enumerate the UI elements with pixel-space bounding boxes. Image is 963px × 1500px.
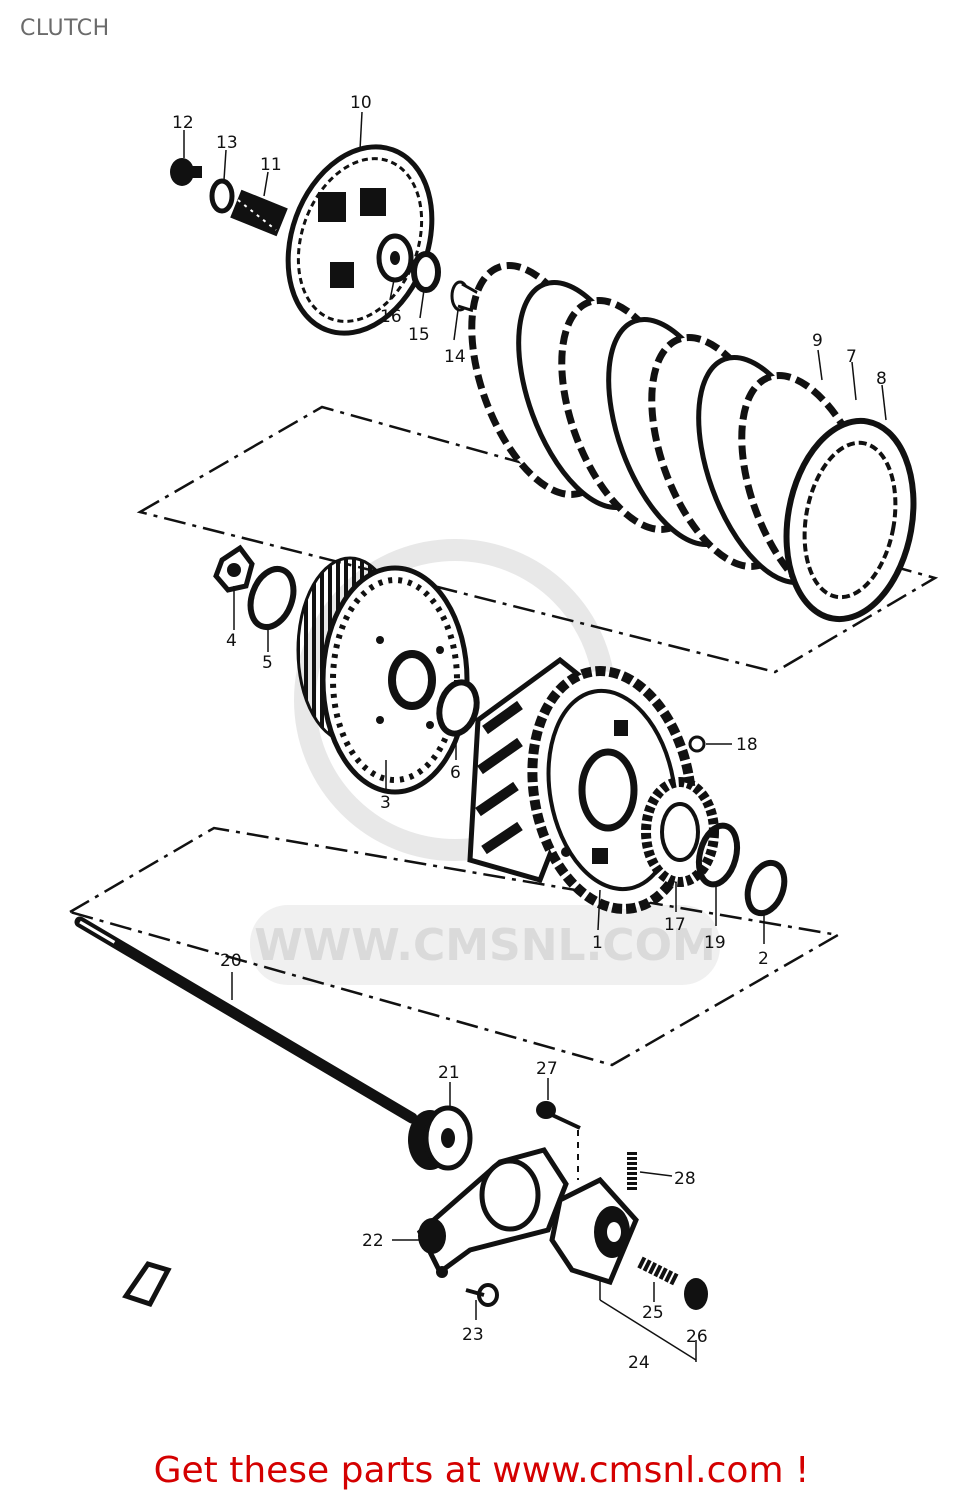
clutch-hub-nut — [213, 544, 255, 593]
watermark-text: WWW.CMSNL.COM — [254, 920, 716, 971]
callout-23: 23 — [462, 1325, 484, 1345]
thrust-washer-6 — [436, 679, 480, 737]
clutch-sleeve-hub — [296, 556, 470, 795]
callout-11: 11 — [260, 155, 282, 175]
washer-13 — [209, 178, 235, 214]
callout-20: 20 — [220, 951, 242, 971]
leader-lines — [183, 111, 887, 1362]
callout-5: 5 — [262, 653, 273, 673]
clutch-spring — [230, 189, 288, 237]
thrust-washer-2 — [744, 859, 788, 917]
pressure-plate — [285, 144, 435, 336]
release-bearing — [411, 251, 441, 293]
clutch-spring-bolt — [170, 158, 202, 186]
callout-17: 17 — [664, 915, 686, 935]
callout-18: 18 — [736, 735, 758, 755]
callout-28: 28 — [674, 1169, 696, 1189]
clip-part — [122, 1261, 172, 1308]
callout-6: 6 — [450, 763, 461, 783]
callout-15: 15 — [408, 325, 430, 345]
screw-27 — [536, 1101, 581, 1130]
callout-14: 14 — [444, 347, 466, 367]
screw-23 — [465, 1283, 499, 1307]
callout-1: 1 — [592, 933, 603, 953]
adjust-screw-25 — [637, 1256, 679, 1286]
circlip-19 — [695, 822, 741, 888]
callout-26: 26 — [686, 1327, 708, 1347]
callout-13: 13 — [216, 133, 238, 153]
lock-nut-26 — [684, 1278, 708, 1310]
callout-27: 27 — [536, 1059, 558, 1079]
callout-8: 8 — [876, 369, 887, 389]
callout-21: 21 — [438, 1063, 460, 1083]
callout-4: 4 — [226, 631, 237, 651]
callout-12: 12 — [172, 113, 194, 133]
lock-washer-5 — [247, 565, 297, 631]
needle-bearing-17 — [641, 777, 719, 887]
callout-9: 9 — [812, 331, 823, 351]
part-callouts: 10 12 13 11 16 15 14 9 7 8 4 5 6 3 18 17… — [172, 93, 887, 1373]
callout-22: 22 — [362, 1231, 384, 1251]
footer-link[interactable]: Get these parts at www.cmsnl.com ! — [153, 1450, 810, 1491]
callout-19: 19 — [704, 933, 726, 953]
callout-16: 16 — [380, 307, 402, 327]
oil-seal-21 — [408, 1105, 473, 1171]
release-cam-24 — [549, 1176, 639, 1286]
clutch-push-rod — [74, 916, 418, 1124]
callout-10: 10 — [350, 93, 372, 113]
diagram-title: CLUTCH — [20, 16, 110, 41]
pin-18 — [688, 735, 706, 753]
assembly-frame-lower — [66, 826, 842, 1067]
release-cover-22 — [416, 1147, 569, 1278]
callout-25: 25 — [642, 1303, 664, 1323]
callout-24: 24 — [628, 1353, 650, 1373]
clutch-plate-stack — [468, 262, 917, 623]
callout-7: 7 — [846, 347, 857, 367]
callout-3: 3 — [380, 793, 391, 813]
assembly-frame-upper — [136, 405, 939, 674]
callout-2: 2 — [758, 949, 769, 969]
